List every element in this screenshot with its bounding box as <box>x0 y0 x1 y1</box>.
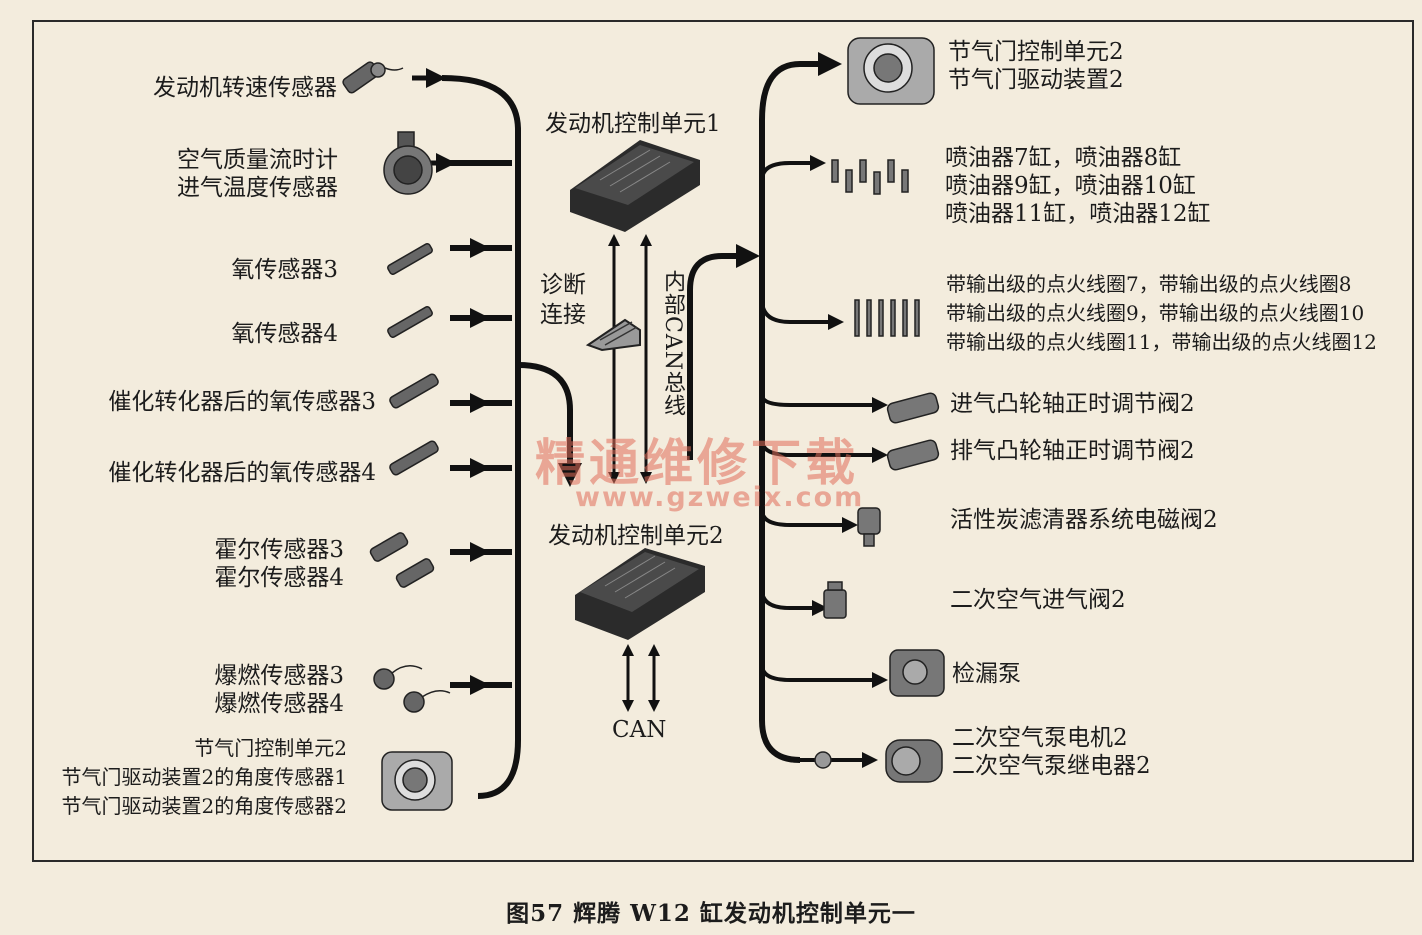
hall-sensor-icon <box>369 532 435 588</box>
secondary-air-pump-icon <box>814 739 943 783</box>
ecu1-label: 发动机控制单元1 <box>545 111 721 137</box>
left-bus-line <box>441 75 521 799</box>
figure-caption: 图57 辉腾 W12 缸发动机控制单元一 <box>506 900 916 927</box>
right-bus-line <box>759 61 801 763</box>
right-output-arrows <box>760 155 888 768</box>
internal-can-bus-label: 内部CAN总线 <box>660 270 685 417</box>
left-bus-taps <box>450 160 512 688</box>
oxygen-sensor3-icon <box>387 243 433 275</box>
left-label-catalytic-o2-sensor4: 催化转化器后的氧传感器4 <box>108 460 376 486</box>
intake-cam-valve-icon <box>886 392 940 424</box>
right-label-secondary-air-valve: 二次空气进气阀2 <box>950 587 1126 613</box>
leak-pump-icon <box>889 649 945 697</box>
throttle-body-right-icon <box>847 37 935 105</box>
left-label-air-mass-sensor: 空气质量流时计进气温度传感器 <box>177 147 338 201</box>
right-label-leak-pump: 检漏泵 <box>952 661 1021 687</box>
air-mass-meter-icon <box>383 131 433 195</box>
center-arrows <box>608 234 660 712</box>
ecu2-illustration <box>575 548 705 640</box>
diagram-frame <box>32 20 1414 862</box>
rpm-sensor-icon <box>342 61 404 94</box>
right-label-exhaust-cam-valve: 排气凸轮轴正时调节阀2 <box>950 438 1195 464</box>
left-input-arrows <box>412 68 490 695</box>
right-label-intake-cam-valve: 进气凸轮轴正时调节阀2 <box>950 391 1195 417</box>
ignition-coil-icon <box>854 299 920 337</box>
ecu1-illustration <box>570 140 700 232</box>
can-label: CAN <box>612 717 667 743</box>
diagnostic-connector-illustration <box>585 318 641 352</box>
left-label-oxygen-sensor3: 氧传感器3 <box>231 257 338 283</box>
exhaust-cam-valve-icon <box>886 439 940 471</box>
right-actuator-icons <box>814 37 945 783</box>
injector-icon <box>831 159 909 195</box>
right-label-injectors: 喷油器7缸，喷油器8缸喷油器9缸，喷油器10缸喷油器11缸，喷油器12缸 <box>945 145 1211 227</box>
diagnostic-connection-label: 诊断连接 <box>540 272 586 328</box>
left-label-oxygen-sensor4: 氧传感器4 <box>231 321 338 347</box>
oxygen-sensor4-icon <box>387 306 433 338</box>
left-sensor-icons <box>342 61 453 811</box>
catalytic-sensor3-icon <box>389 373 439 409</box>
catalytic-sensor4-icon <box>389 440 439 476</box>
left-label-catalytic-o2-sensor3: 催化转化器后的氧传感器3 <box>108 389 376 415</box>
knock-sensor-icon <box>373 665 451 713</box>
right-label-carbon-canister-valve: 活性炭滤清器系统电磁阀2 <box>950 507 1218 533</box>
carbon-canister-valve-icon <box>857 507 881 547</box>
ecu2-label: 发动机控制单元2 <box>548 523 724 549</box>
bus-to-ecu2 <box>517 362 582 487</box>
secondary-air-valve-icon <box>823 581 847 619</box>
throttle-body-left-icon <box>381 751 453 811</box>
left-label-rpm-sensor: 发动机转速传感器 <box>153 75 337 101</box>
watermark-url: www.gzweix.com <box>575 482 865 513</box>
ecu-to-right-bus <box>687 244 760 460</box>
watermark-title: 精通维修下载 <box>535 434 859 492</box>
